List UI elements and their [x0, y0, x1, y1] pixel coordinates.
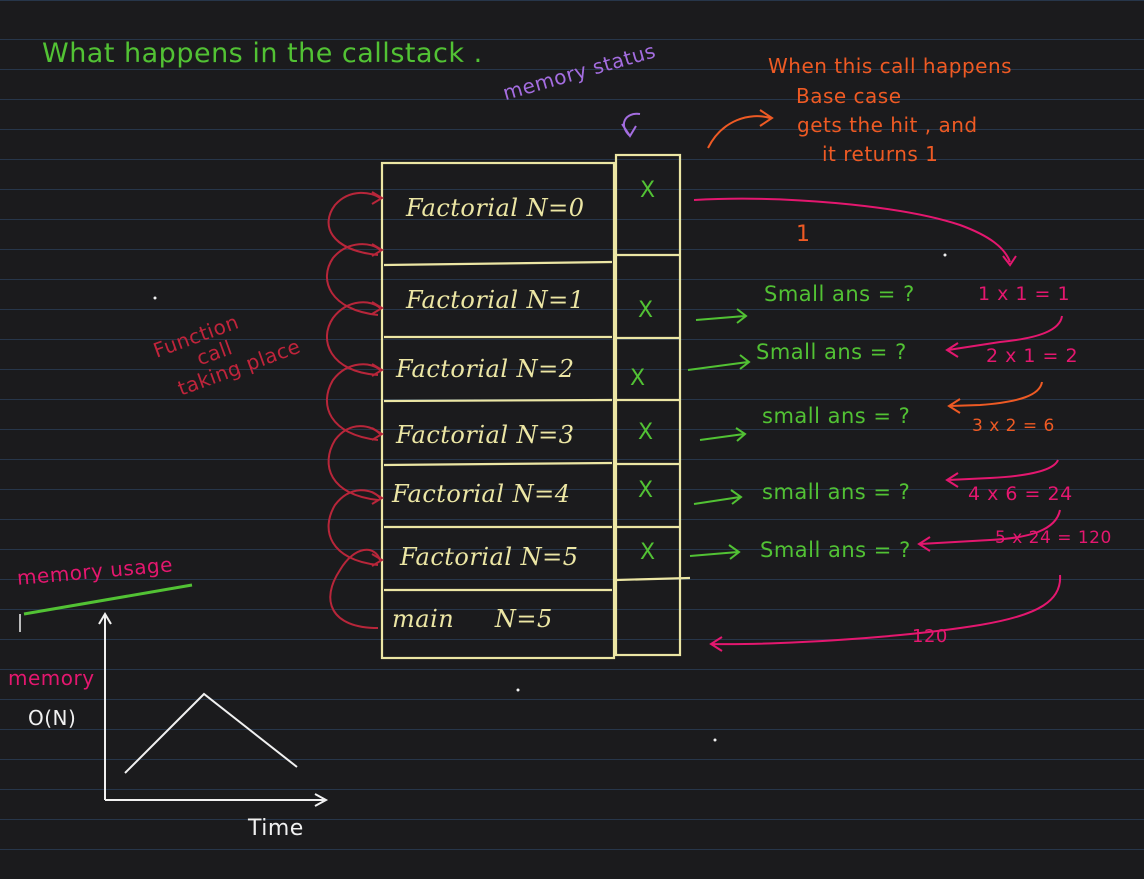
base-case-return-value: 1: [796, 222, 811, 247]
calculation: 4 x 6 = 24: [968, 483, 1073, 505]
graph-y-label: memory: [8, 666, 95, 690]
base-case-note-line: gets the hit , and: [797, 113, 978, 137]
memory-status-mark: X: [638, 420, 654, 445]
calculation: 2 x 1 = 2: [986, 345, 1079, 367]
stack-frame-label: Factorial N=1: [406, 286, 585, 314]
page-title: What happens in the callstack .: [42, 38, 483, 69]
memory-status-mark: X: [640, 540, 656, 565]
graph-y-complexity: O(N): [28, 706, 77, 730]
calculation: 1 x 1 = 1: [978, 283, 1071, 305]
memory-graph-curve: [124, 692, 298, 774]
memory-status-mark: X: [640, 178, 656, 203]
base-return-arrow: [693, 197, 1017, 267]
green-arrows: [687, 308, 751, 560]
base-case-note-line: it returns 1: [822, 142, 939, 166]
call-stack-box: [380, 161, 616, 660]
memory-graph-axes: [98, 612, 329, 807]
memory-status-mark: X: [630, 366, 646, 391]
graph-x-label: Time: [248, 816, 304, 841]
memory-status-arrow: [621, 112, 641, 138]
function-call-arrows: [325, 191, 384, 629]
memory-status-column: [614, 153, 691, 657]
calculation: 5 x 24 = 120: [995, 528, 1112, 548]
small-ans-label: small ans = ?: [762, 480, 911, 504]
stack-frame-label: Factorial N=5: [400, 543, 579, 571]
stack-frame-label: Factorial N=2: [396, 355, 575, 383]
stack-frame-label: Factorial N=3: [396, 421, 575, 449]
small-ans-label: small ans = ?: [762, 404, 911, 428]
small-ans-label: Small ans = ?: [760, 538, 911, 562]
small-ans-label: Small ans = ?: [756, 340, 907, 364]
memory-status-mark: X: [638, 298, 654, 323]
pink-return-arrows: [709, 315, 1063, 652]
calculation: 3 x 2 = 6: [972, 416, 1055, 436]
memory-usage-underline: [23, 583, 193, 616]
small-ans-label: Small ans = ?: [764, 282, 915, 306]
memory-status-mark: X: [638, 478, 654, 503]
final-return-value: 120: [912, 626, 948, 647]
orange-return-arrow: [947, 381, 1043, 414]
stack-frame-label: Factorial N=4: [392, 480, 571, 508]
base-case-note-line: Base case: [796, 84, 902, 108]
base-case-pointer: [707, 109, 774, 149]
base-case-note-line: When this call happens: [768, 54, 1013, 78]
stack-frame-label: main N=5: [392, 605, 553, 633]
stack-frame-label: Factorial N=0: [406, 194, 585, 222]
